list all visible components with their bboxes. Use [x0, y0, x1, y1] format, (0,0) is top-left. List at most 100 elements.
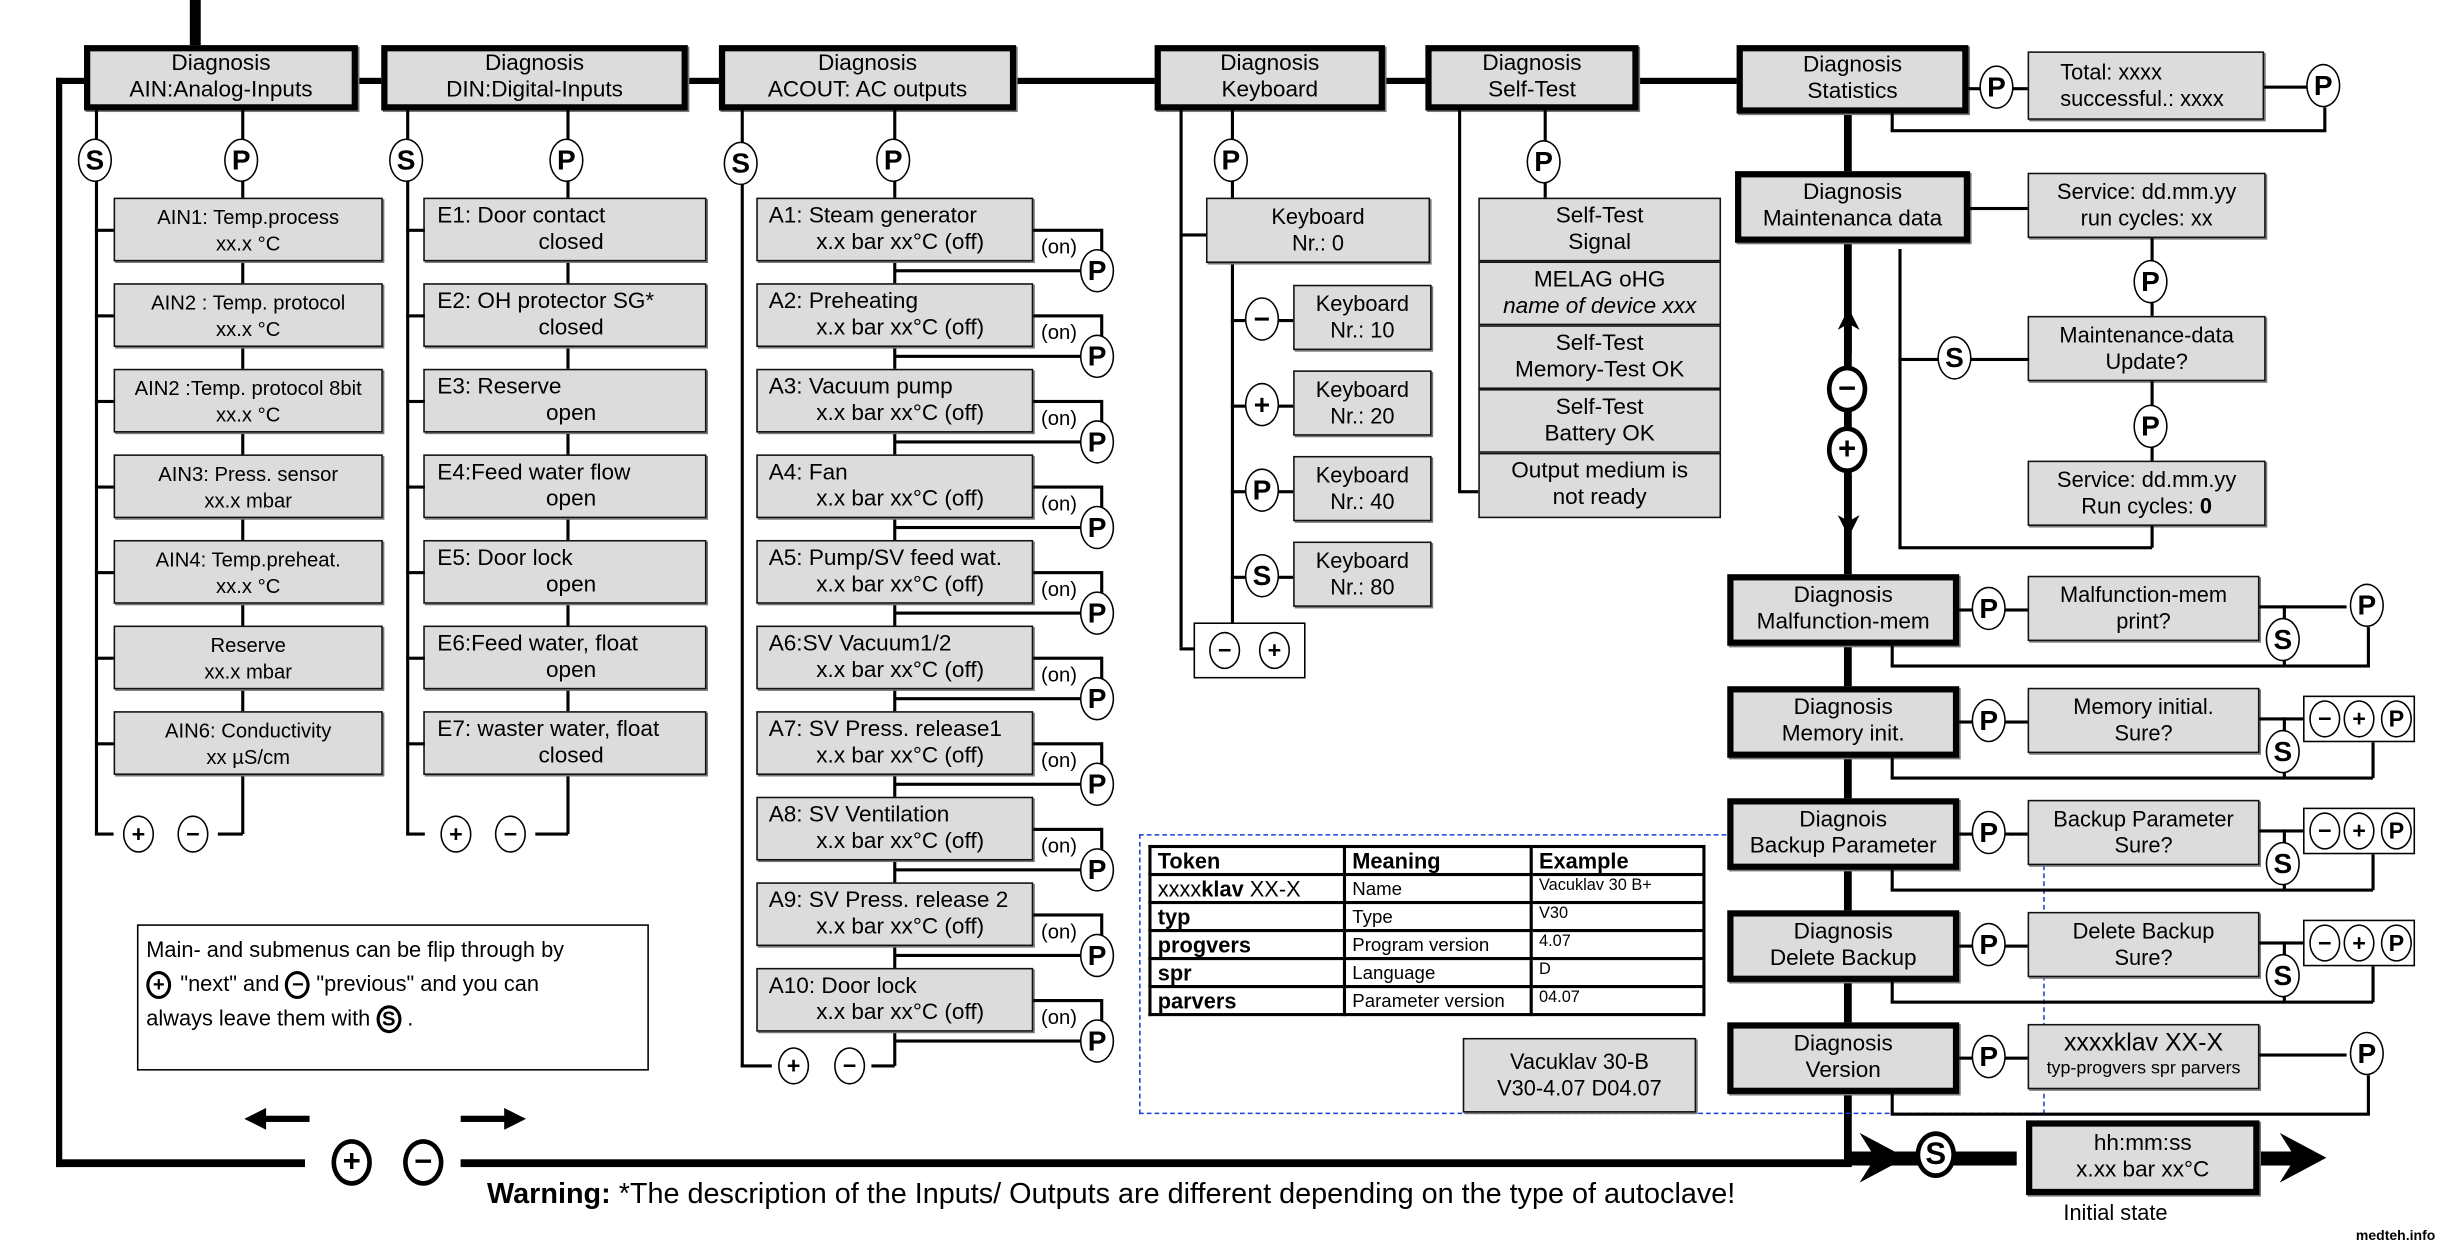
- minus-key-icon[interactable]: −: [2309, 700, 2341, 738]
- plus-key-icon[interactable]: +: [331, 1139, 372, 1186]
- minus-key-icon[interactable]: −: [403, 1139, 444, 1186]
- p-key-icon[interactable]: P: [2133, 259, 2168, 304]
- key-icon[interactable]: +: [1244, 382, 1280, 427]
- p-key-icon[interactable]: P: [1079, 334, 1115, 379]
- plus-key-icon[interactable]: +: [2343, 924, 2375, 962]
- s-key-icon[interactable]: S: [77, 138, 113, 183]
- confirm-prompt: Memory initial.Sure?: [2027, 687, 2260, 754]
- s-key-icon[interactable]: S: [2265, 953, 2300, 998]
- on-label: (on): [1041, 320, 1078, 344]
- plus-key-icon[interactable]: +: [1258, 631, 1291, 670]
- minus-key-icon[interactable]: −: [834, 1047, 866, 1085]
- p-key-icon[interactable]: P: [2380, 700, 2412, 738]
- key-icon[interactable]: S: [1244, 553, 1280, 598]
- p-key-icon[interactable]: P: [549, 138, 584, 183]
- p-key-icon[interactable]: P: [1079, 848, 1115, 892]
- p-key-icon[interactable]: P: [2380, 812, 2412, 850]
- minus-key-icon[interactable]: −: [177, 815, 209, 853]
- p-key-icon[interactable]: P: [1526, 140, 1561, 184]
- run-cycles: Run cycles: 0: [2081, 493, 2212, 519]
- p-key-icon[interactable]: P: [1079, 676, 1115, 721]
- minus-key-icon[interactable]: −: [1209, 631, 1241, 670]
- key-icon[interactable]: P: [1244, 468, 1280, 512]
- s-key-icon[interactable]: S: [723, 141, 758, 186]
- minus-key-icon[interactable]: −: [494, 815, 526, 853]
- p-key-icon[interactable]: P: [1079, 591, 1115, 635]
- s-key-icon[interactable]: S: [1915, 1131, 1957, 1178]
- p-key-icon[interactable]: P: [1971, 1034, 2006, 1079]
- p-key-icon[interactable]: P: [1079, 933, 1115, 978]
- p-key-icon[interactable]: P: [1979, 65, 2014, 109]
- plus-key-icon[interactable]: +: [2343, 700, 2375, 738]
- p-key-icon[interactable]: P: [1079, 505, 1115, 550]
- plus-key-icon[interactable]: +: [1826, 426, 1868, 474]
- s-key-icon[interactable]: S: [2265, 729, 2300, 774]
- s-key-icon[interactable]: S: [389, 138, 424, 183]
- p-key-icon[interactable]: P: [1971, 586, 2006, 631]
- minus-key-icon[interactable]: −: [2309, 812, 2341, 850]
- p-key-icon[interactable]: P: [876, 138, 911, 183]
- plus-key-icon[interactable]: +: [778, 1047, 810, 1085]
- p-key-icon[interactable]: P: [224, 138, 259, 183]
- p-key-icon[interactable]: P: [2306, 63, 2341, 108]
- acout-item[interactable]: A5: Pump/SV feed wat.x.x bar xx°C (off): [756, 539, 1034, 604]
- p-key-icon[interactable]: P: [1971, 810, 2006, 855]
- din-item[interactable]: E2: OH protector SG*closed: [423, 283, 707, 348]
- s-key-icon[interactable]: S: [2265, 617, 2300, 662]
- ain-item[interactable]: AIN4: Temp.preheat.xx.x °C: [113, 539, 383, 604]
- p-key-icon[interactable]: P: [1079, 248, 1115, 293]
- p-key-icon[interactable]: P: [2349, 583, 2384, 628]
- plus-key-icon[interactable]: +: [440, 815, 472, 853]
- p-key-icon[interactable]: P: [2380, 924, 2412, 962]
- question: Update?: [2105, 348, 2188, 374]
- p-key-icon[interactable]: P: [1079, 762, 1115, 807]
- p-key-icon[interactable]: P: [1079, 1019, 1115, 1063]
- plus-key-icon[interactable]: +: [122, 815, 155, 853]
- p-key-icon[interactable]: P: [1213, 138, 1248, 183]
- p-key-icon[interactable]: P: [1971, 698, 2006, 743]
- minus-key-icon[interactable]: −: [2309, 924, 2341, 962]
- s-key-icon[interactable]: S: [1937, 336, 1972, 380]
- p-key-icon[interactable]: P: [2349, 1031, 2384, 1076]
- p-key-icon[interactable]: P: [2133, 404, 2168, 449]
- key-icon[interactable]: −: [1244, 297, 1280, 341]
- p-key-icon[interactable]: P: [1079, 420, 1115, 464]
- plus-key-icon[interactable]: +: [2343, 812, 2375, 850]
- p-key-icon[interactable]: P: [1971, 922, 2006, 967]
- minus-key-icon[interactable]: −: [1826, 365, 1868, 413]
- s-key-icon[interactable]: S: [2265, 841, 2300, 886]
